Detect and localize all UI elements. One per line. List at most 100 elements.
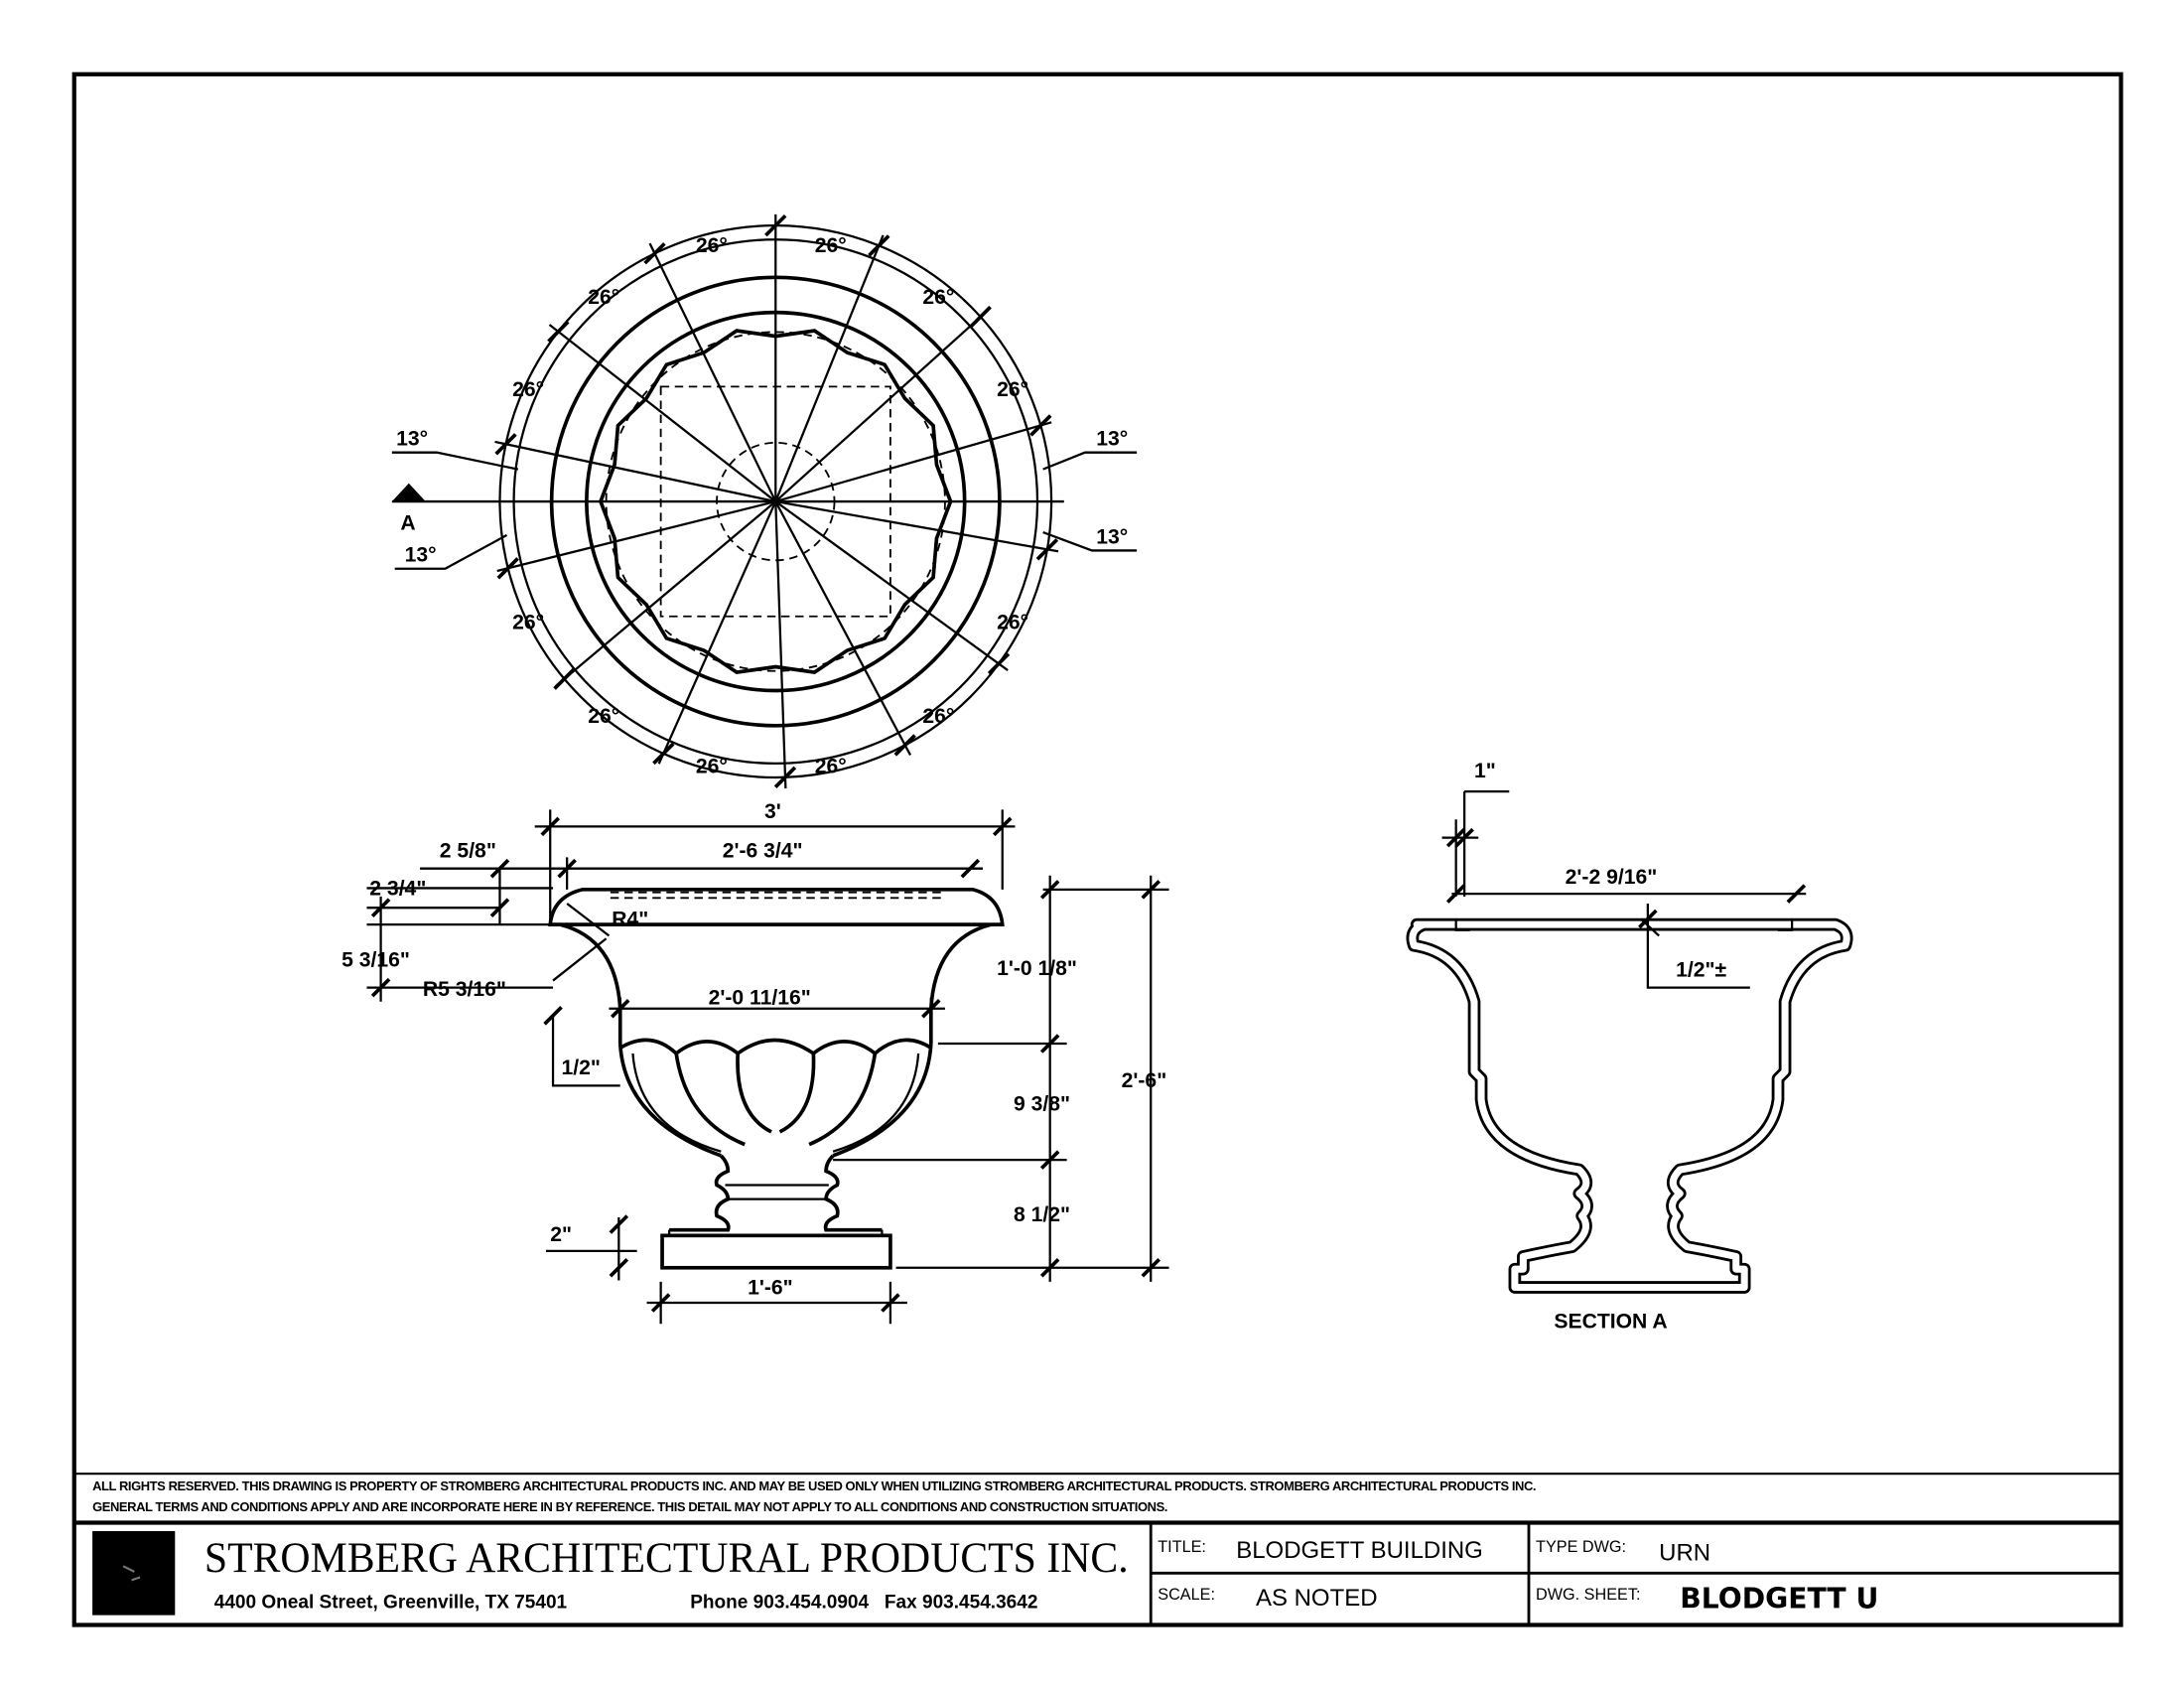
angle-tick bbox=[868, 234, 890, 257]
dim-neck-offset: 5 3/16" bbox=[341, 948, 410, 971]
dim-bowl-offset: 1/2" bbox=[562, 1056, 601, 1079]
angle-ticks bbox=[494, 213, 1059, 788]
radial-line bbox=[548, 324, 776, 502]
urn-flutes bbox=[674, 1053, 878, 1147]
dim-lip-offset: 2 5/8" bbox=[440, 839, 496, 862]
elevation-dimension-ticks bbox=[370, 816, 1160, 1313]
rim-hidden-line bbox=[610, 891, 947, 900]
dim-total-height: 2'-6" bbox=[1122, 1069, 1167, 1092]
angle-tick bbox=[1035, 538, 1059, 561]
sheet-border bbox=[71, 71, 2123, 1627]
angle-label: 26° bbox=[997, 378, 1028, 401]
angle-tick bbox=[652, 742, 675, 766]
angle-label: 26° bbox=[696, 234, 728, 257]
urn-rim bbox=[548, 888, 1005, 926]
dim-upper-height: 1'-0 1/8" bbox=[997, 957, 1077, 980]
dwg-sheet-label: DWG. SHEET: bbox=[1536, 1586, 1640, 1604]
urn-bowl bbox=[617, 1043, 933, 1158]
title-label: TITLE: bbox=[1158, 1538, 1206, 1556]
angle-tick bbox=[496, 557, 519, 580]
dim-rim-radius: R4" bbox=[612, 909, 648, 931]
plan-view: A 26° 26° 26° 26° 26° 26° 26° 26° 26° 26… bbox=[391, 213, 1138, 789]
title-grid bbox=[1149, 1522, 2121, 1625]
angle-label: 26° bbox=[922, 705, 954, 728]
angle-label: 13° bbox=[405, 544, 437, 567]
title-value: BLODGETT BUILDING bbox=[1236, 1537, 1483, 1564]
angle-label: 26° bbox=[588, 286, 619, 309]
dim-plinth-height: 2" bbox=[550, 1223, 572, 1246]
angle-tick bbox=[553, 667, 576, 690]
section-marker: A bbox=[400, 511, 415, 534]
scale-label: SCALE: bbox=[1158, 1586, 1215, 1604]
radial-line bbox=[774, 308, 990, 502]
radial-line bbox=[775, 499, 1059, 553]
urn-flute-tops bbox=[618, 1038, 932, 1056]
radial-line bbox=[774, 500, 912, 756]
angle-label: 13° bbox=[396, 428, 428, 451]
angle-label: 26° bbox=[512, 378, 544, 401]
section-a: 1" 2'-2 9/16" 1/2"± SECTION A bbox=[1406, 760, 1853, 1333]
radial-line bbox=[496, 499, 776, 573]
angle-tick bbox=[773, 766, 797, 788]
angle-tick bbox=[547, 320, 570, 344]
urn-foot bbox=[669, 1154, 883, 1232]
company-name: STROMBERG ARCHITECTURAL PRODUCTS INC. bbox=[205, 1534, 1129, 1582]
dim-section-inner-width: 2'-2 9/16" bbox=[1566, 866, 1658, 889]
dim-base-width: 1'-6" bbox=[748, 1277, 793, 1300]
angle-label: 26° bbox=[922, 286, 954, 309]
angle-tick bbox=[764, 213, 787, 237]
radial-line bbox=[494, 440, 776, 503]
dim-foot-height: 8 1/2" bbox=[1014, 1203, 1070, 1226]
dim-neck-radius: R5 3/16" bbox=[423, 978, 506, 1001]
company-phone-fax: Phone 903.454.0904 Fax 903.454.3642 bbox=[690, 1593, 1037, 1614]
company-address: 4400 Oneal Street, Greenville, TX 75401 bbox=[214, 1593, 568, 1614]
radial-line bbox=[774, 501, 787, 789]
scale-value: AS NOTED bbox=[1256, 1585, 1378, 1612]
radial-line bbox=[774, 500, 1009, 671]
dim-wall: 1" bbox=[1474, 760, 1496, 782]
logo-mark-icon bbox=[122, 1565, 141, 1582]
angle-label: 26° bbox=[815, 756, 847, 778]
radial-line bbox=[555, 500, 777, 687]
section-rim-grooves bbox=[1454, 918, 1794, 931]
dim-neck-width: 2'-0 11/16" bbox=[709, 987, 811, 1010]
dim-overall-width: 3' bbox=[764, 800, 781, 823]
dim-bowl-height: 9 3/8" bbox=[1014, 1093, 1070, 1116]
radial-line bbox=[774, 234, 885, 502]
urn-elevation: 3' 2'-6 3/4" 2 5/8" 2 3/4" 5 3/16" R4" R… bbox=[341, 800, 1169, 1325]
angle-leaders bbox=[391, 451, 1138, 570]
plinth-step bbox=[667, 1229, 884, 1236]
angle-label: 26° bbox=[997, 611, 1028, 633]
dim-lip-height: 2 3/4" bbox=[369, 877, 426, 900]
foot-rings bbox=[725, 1184, 829, 1200]
angle-label: 26° bbox=[588, 705, 619, 728]
urn-bowl-inner bbox=[631, 1053, 920, 1153]
elevation-dimension-lines bbox=[366, 809, 1169, 1325]
angle-label: 26° bbox=[512, 611, 544, 633]
dwg-sheet-value: BLODGETT U bbox=[1680, 1583, 1878, 1616]
urn-plinth bbox=[660, 1233, 892, 1270]
angle-tick bbox=[987, 652, 1011, 675]
section-dimension-ticks bbox=[1445, 827, 1807, 929]
dim-section-depth: 1/2"± bbox=[1676, 958, 1726, 981]
angle-labels: 26° 26° 26° 26° 26° 26° 26° 26° 26° 26° … bbox=[396, 234, 1128, 778]
angle-tick bbox=[643, 242, 666, 265]
title-block: ALL RIGHTS RESERVED. THIS DRAWING IS PRO… bbox=[73, 1473, 2121, 1625]
urn-neck bbox=[559, 922, 992, 1045]
angle-tick bbox=[969, 305, 992, 329]
section-arrow-icon bbox=[391, 483, 426, 502]
type-dwg-label: TYPE DWG: bbox=[1536, 1538, 1626, 1556]
angle-tick bbox=[893, 734, 916, 757]
angle-tick bbox=[1029, 414, 1052, 437]
angle-label: 26° bbox=[696, 756, 728, 778]
radial-line bbox=[774, 421, 1052, 503]
company-logo bbox=[92, 1530, 176, 1616]
angle-label: 13° bbox=[1096, 525, 1128, 548]
angle-label: 13° bbox=[1096, 428, 1128, 451]
plan-radial-lines bbox=[494, 213, 1059, 789]
rights-note-line-1: ALL RIGHTS RESERVED. THIS DRAWING IS PRO… bbox=[92, 1478, 1536, 1493]
section-title: SECTION A bbox=[1554, 1310, 1667, 1333]
type-dwg-value: URN bbox=[1659, 1540, 1710, 1567]
dim-inner-width: 2'-6 3/4" bbox=[723, 839, 803, 862]
